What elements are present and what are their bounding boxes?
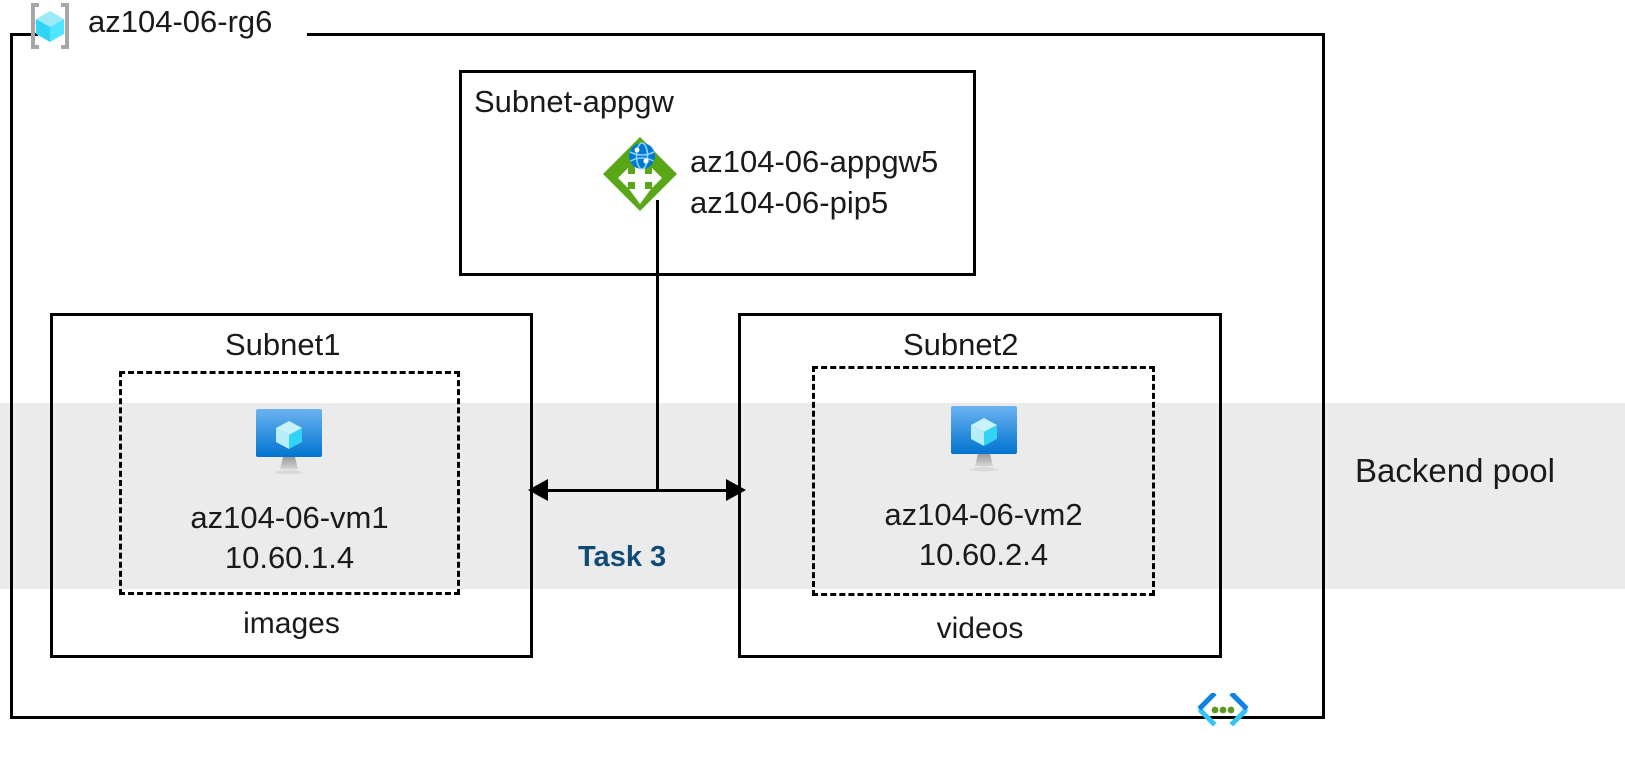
subnet1-footer-label: images <box>243 607 340 640</box>
appgw-name: az104-06-appgw5 <box>690 144 939 179</box>
resource-group-cube-icon <box>31 3 69 49</box>
backend-pool-label: Backend pool <box>1355 452 1555 489</box>
subnet2-vm-name: az104-06-vm2 <box>884 497 1083 532</box>
subnet1-title: Subnet1 <box>225 327 341 362</box>
subnet2-footer-label: videos <box>936 612 1024 645</box>
appgw-resource-names: az104-06-appgw5 az104-06-pip5 <box>690 141 938 223</box>
subnet2-vm-labels: az104-06-vm2 10.60.2.4 <box>812 495 1155 576</box>
subnet-link-line <box>545 489 730 492</box>
resource-group-border-top-left <box>10 33 38 36</box>
application-gateway-icon <box>603 137 677 211</box>
subnet-appgw-box <box>459 70 976 276</box>
subnet2-title: Subnet2 <box>903 327 1019 362</box>
resource-group-border-right <box>1322 33 1325 719</box>
resource-group-border-bottom <box>10 716 1325 719</box>
virtual-machine-icon <box>951 406 1017 472</box>
resource-group-border-top-right <box>307 33 1325 36</box>
resource-group-border-left <box>10 33 13 719</box>
task-label: Task 3 <box>578 541 667 573</box>
subnet1-vm-name: az104-06-vm1 <box>190 500 389 535</box>
subnet2-vm-group <box>812 366 1155 596</box>
virtual-machine-icon <box>256 409 322 475</box>
subnet-link-arrow-left <box>528 479 548 501</box>
appgw-pip-name: az104-06-pip5 <box>690 185 889 221</box>
arm-template-brackets-icon <box>1197 693 1249 727</box>
resource-group-title: az104-06-rg6 <box>88 4 273 39</box>
subnet1-vm-ip: 10.60.1.4 <box>224 540 355 576</box>
subnet1-vm-labels: az104-06-vm1 10.60.1.4 <box>119 498 460 579</box>
subnet2-vm-ip: 10.60.2.4 <box>918 537 1049 573</box>
subnet-appgw-title: Subnet-appgw <box>474 84 674 119</box>
subnet1-vm-group <box>119 371 460 595</box>
subnet-link-arrow-right <box>726 479 746 501</box>
appgw-connector-line <box>656 200 659 492</box>
